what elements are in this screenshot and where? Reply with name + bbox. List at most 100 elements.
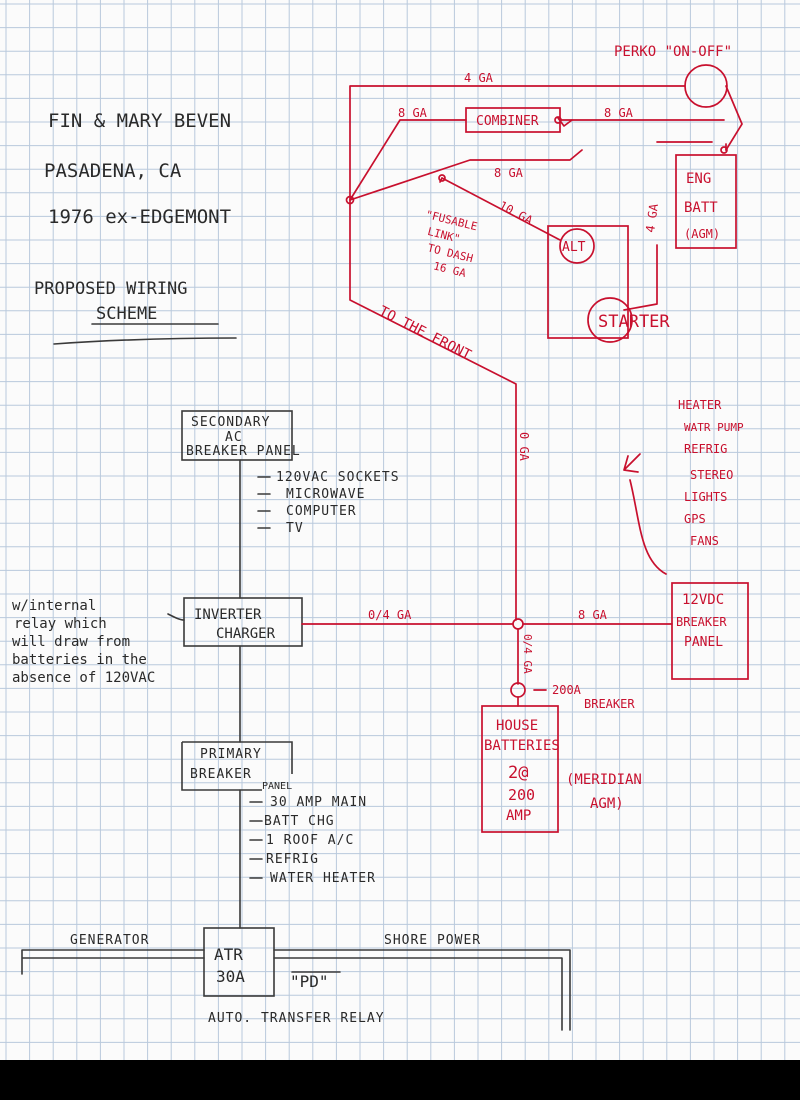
secondary-panel-label-3: BREAKER PANEL xyxy=(186,444,301,459)
dc-panel-label-3: PANEL xyxy=(684,635,723,650)
meridian-note: (MERIDIAN xyxy=(566,772,642,788)
charger-label: CHARGER xyxy=(216,626,276,642)
wire-gauge-label: 0 GA xyxy=(517,432,531,462)
wire-gauge-label: 8 GA xyxy=(578,608,608,622)
combiner-box xyxy=(465,107,561,133)
atr-pd-label: "PD" xyxy=(290,972,329,991)
primary-loads-list: 30 AMP MAIN BATT CHG 1 ROOF A/C REFRIG W… xyxy=(249,795,376,886)
diagram-title-2: SCHEME xyxy=(96,304,157,324)
house-batteries xyxy=(481,705,559,833)
svg-text:WATR PUMP: WATR PUMP xyxy=(684,421,744,434)
svg-text:batteries in the: batteries in the xyxy=(12,652,147,668)
list-item: TV xyxy=(286,521,304,536)
meridian-note-2: AGM) xyxy=(590,796,624,812)
header-notes: FIN & MARY BEVEN PASADENA, CA 1976 ex-ED… xyxy=(34,110,237,345)
owner-name: FIN & MARY BEVEN xyxy=(48,110,231,132)
svg-text:GPS: GPS xyxy=(684,512,706,526)
junction-node xyxy=(554,116,562,124)
svg-text:LIGHTS: LIGHTS xyxy=(684,490,727,504)
svg-text:w/internal: w/internal xyxy=(12,598,96,614)
graph-paper-page: FIN & MARY BEVEN PASADENA, CA 1976 ex-ED… xyxy=(0,0,800,1060)
engine-battery xyxy=(675,154,737,249)
primary-breaker-panel xyxy=(181,741,293,791)
breaker-label-2: BREAKER xyxy=(584,697,635,711)
svg-text:HEATER: HEATER xyxy=(678,398,722,412)
list-item: 1 ROOF A/C xyxy=(266,833,354,848)
eng-batt-label-2: BATT xyxy=(684,200,718,216)
diagram-title: PROPOSED WIRING xyxy=(34,279,188,299)
list-item: 120VAC SOCKETS xyxy=(276,470,400,485)
alternator xyxy=(559,228,595,264)
svg-text:relay which: relay which xyxy=(14,616,107,632)
svg-text:REFRIG: REFRIG xyxy=(684,442,727,456)
atr-caption: AUTO. TRANSFER RELAY xyxy=(208,1011,385,1026)
wiring-diagram: FIN & MARY BEVEN PASADENA, CA 1976 ex-ED… xyxy=(0,0,800,1060)
wire-gauge-label: 8 GA xyxy=(494,166,524,180)
wire-gauge-label: 0/4 GA xyxy=(521,634,534,674)
dc-panel-label-2: BREAKER xyxy=(676,615,727,629)
list-item: MICROWAVE xyxy=(286,487,365,502)
generator-line: GENERATOR xyxy=(21,933,205,975)
breaker-label: 200A xyxy=(552,683,582,697)
dc-loads-list: HEATER WATR PUMP REFRIG STEREO LIGHTS GP… xyxy=(678,398,744,548)
dc-panel-label: 12VDC xyxy=(682,592,724,608)
engine-block xyxy=(547,225,629,339)
secondary-ac-breaker-panel xyxy=(181,410,293,461)
graph-paper-grid xyxy=(0,0,800,1060)
owner-city: PASADENA, CA xyxy=(44,160,182,182)
wire-gauge-label: 10 GA xyxy=(497,198,536,228)
svg-text:absence of 120VAC: absence of 120VAC xyxy=(12,670,155,686)
junction-node xyxy=(720,146,728,154)
svg-text:FANS: FANS xyxy=(690,534,719,548)
fusable-link-note: "FUSABLE LINK" TO DASH 16 GA xyxy=(424,208,479,280)
perko-label: PERKO "ON-OFF" xyxy=(614,44,732,60)
list-item: BATT CHG xyxy=(264,814,335,829)
vehicle-year-model: 1976 ex-EDGEMONT xyxy=(48,206,231,228)
internal-relay-note: w/internal relay which will draw from ba… xyxy=(12,598,155,686)
svg-text:STEREO: STEREO xyxy=(690,468,733,482)
dc-breaker-panel xyxy=(671,582,749,680)
list-item: WATER HEATER xyxy=(270,871,376,886)
house-label: HOUSE xyxy=(496,718,538,734)
house-label-2: BATTERIES xyxy=(484,738,560,754)
junction-node xyxy=(438,174,446,182)
secondary-loads-list: 120VAC SOCKETS MICROWAVE COMPUTER TV xyxy=(257,470,400,536)
atr-label: ATR xyxy=(214,945,243,964)
shore-power-line: SHORE POWER xyxy=(273,933,571,1031)
shore-power-label: SHORE POWER xyxy=(384,933,481,948)
house-count: 2@ xyxy=(508,763,528,783)
secondary-panel-label: SECONDARY xyxy=(191,415,270,430)
svg-text:will draw from: will draw from xyxy=(12,634,130,650)
wire-gauge-label: 4 GA xyxy=(643,202,661,233)
wire-gauge-label: 0/4 GA xyxy=(368,608,412,622)
house-capacity: 200 xyxy=(508,786,535,804)
junction-node xyxy=(345,195,355,205)
starter-label: STARTER xyxy=(598,312,670,332)
secondary-panel-label-2: AC xyxy=(225,430,243,445)
eng-batt-label: ENG xyxy=(686,171,711,187)
inverter-label: INVERTER xyxy=(194,607,262,623)
svg-text:TO DASH: TO DASH xyxy=(426,241,474,265)
combiner-label: COMBINER xyxy=(476,114,539,129)
generator-label: GENERATOR xyxy=(70,933,149,948)
perko-switch xyxy=(684,64,728,108)
starter-motor xyxy=(587,297,633,343)
auto-transfer-relay xyxy=(203,927,275,997)
main-junction xyxy=(512,618,524,630)
to-the-front-label: TO THE FRONT xyxy=(376,303,474,363)
alternator-label: ALT xyxy=(562,240,586,255)
wire-gauge-label: 8 GA xyxy=(398,106,428,120)
primary-panel-label-3: PANEL xyxy=(262,781,292,792)
primary-panel-label: PRIMARY xyxy=(200,747,262,762)
breaker-200a xyxy=(510,682,526,698)
list-item: COMPUTER xyxy=(286,504,357,519)
eng-batt-label-3: (AGM) xyxy=(684,227,720,241)
primary-panel-label-2: BREAKER xyxy=(190,767,252,782)
wire-gauge-label: 8 GA xyxy=(604,106,634,120)
list-item: 30 AMP MAIN xyxy=(270,795,367,810)
atr-rating: 30A xyxy=(216,967,245,986)
list-item: REFRIG xyxy=(266,852,319,867)
inverter-charger xyxy=(183,597,303,647)
wire-gauge-label: 4 GA xyxy=(464,71,494,85)
house-unit: AMP xyxy=(506,808,531,824)
